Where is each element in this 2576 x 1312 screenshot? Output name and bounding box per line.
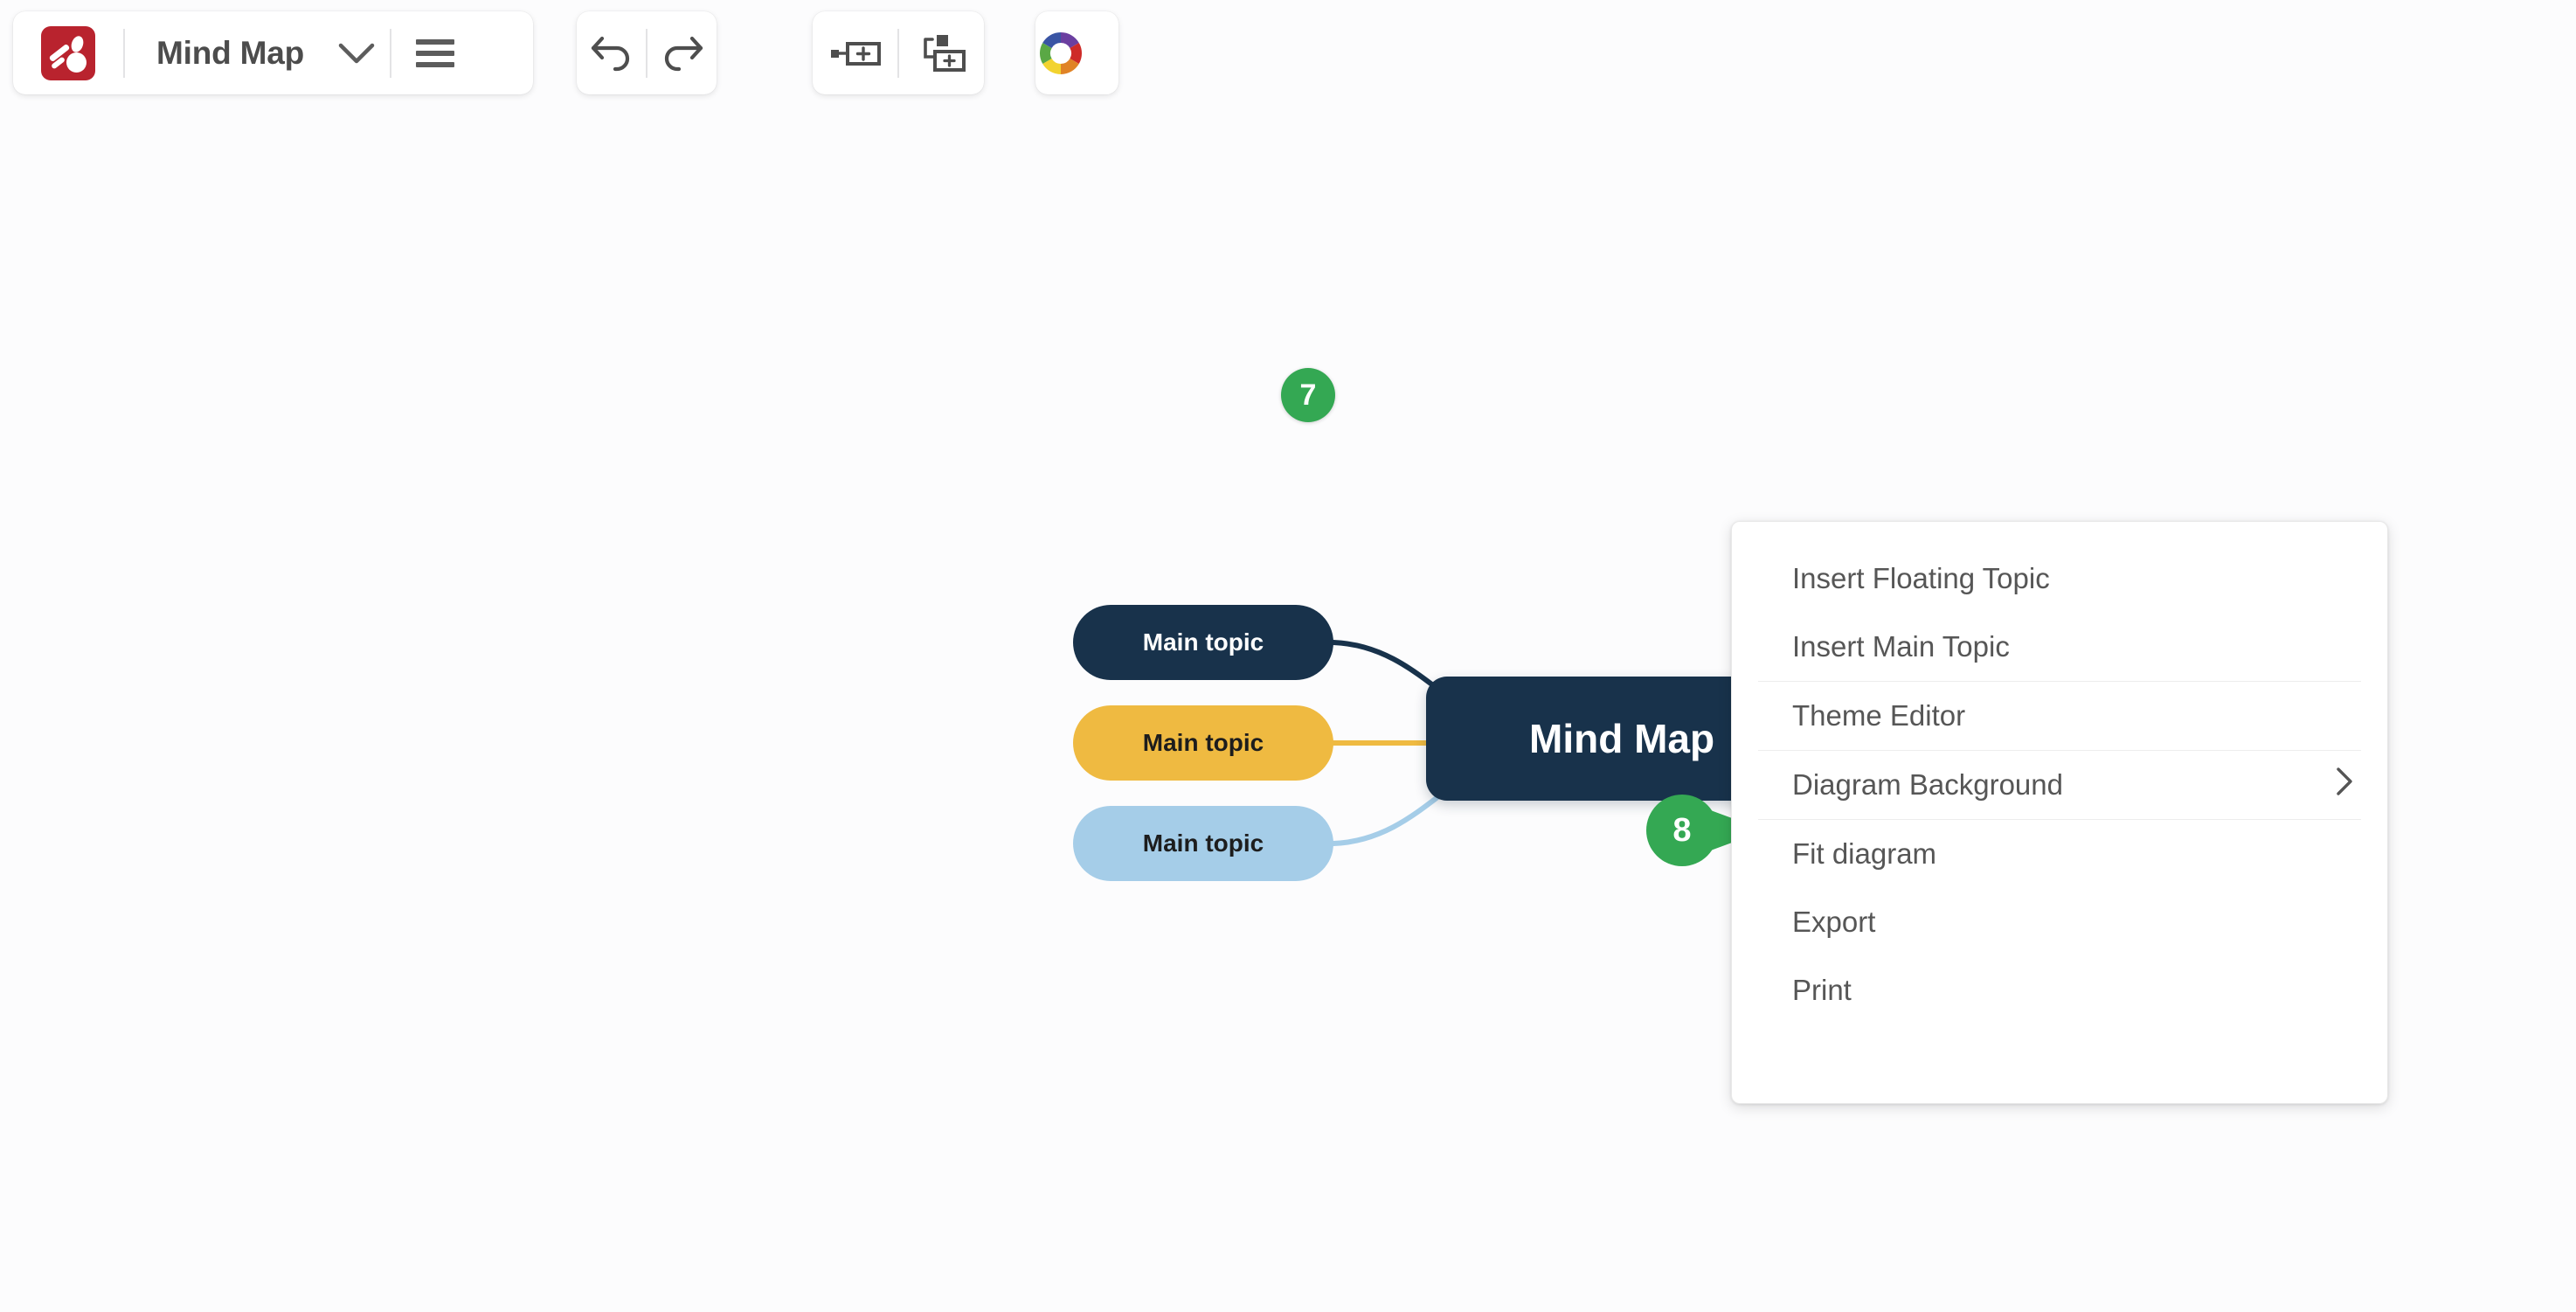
- toolbar-group-theme: [1035, 11, 1118, 94]
- toolbar-group-insert: [813, 11, 984, 94]
- redo-button[interactable]: [647, 31, 717, 75]
- menu-item-label: Diagram Background: [1792, 768, 2063, 801]
- menu-item-insert-floating-topic[interactable]: Insert Floating Topic: [1732, 545, 2387, 613]
- color-palette-button[interactable]: [1035, 28, 1118, 79]
- insert-subtopic-icon: [923, 34, 966, 72]
- toolbar-divider: [123, 28, 125, 78]
- main-menu-button[interactable]: [391, 33, 479, 73]
- mindmap-branch-node-3[interactable]: Main topic: [1073, 806, 1333, 881]
- hamburger-menu-icon: [415, 33, 454, 73]
- diagram-context-menu[interactable]: Insert Floating Topic Insert Main Topic …: [1731, 521, 2388, 1104]
- menu-item-print[interactable]: Print: [1732, 956, 2387, 1024]
- root-node-label: Mind Map: [1529, 716, 1715, 761]
- menu-item-label: Fit diagram: [1792, 837, 1937, 870]
- document-dropdown-button[interactable]: [323, 41, 390, 66]
- menu-separator: [1758, 819, 2361, 820]
- submenu-arrow: [2333, 765, 2356, 805]
- menu-item-insert-main-topic[interactable]: Insert Main Topic: [1732, 613, 2387, 681]
- toolbar-divider: [389, 28, 391, 78]
- app-logo-button[interactable]: [13, 25, 123, 80]
- mindmap-logo-icon: [41, 25, 95, 80]
- menu-item-label: Insert Main Topic: [1792, 630, 2010, 663]
- insert-sibling-topic-button[interactable]: [813, 36, 897, 71]
- menu-item-label: Print: [1792, 974, 1852, 1006]
- menu-item-label: Insert Floating Topic: [1792, 562, 2050, 594]
- undo-icon: [591, 36, 629, 71]
- menu-separator: [1758, 750, 2361, 751]
- pointer-blob: [1646, 795, 1718, 866]
- step-marker-label: 7: [1299, 378, 1317, 412]
- toolbar-divider: [897, 28, 899, 78]
- mindmap-branch-node-1[interactable]: Main topic: [1073, 605, 1333, 680]
- branch-node-label: Main topic: [1142, 729, 1264, 756]
- step-marker-7: 7: [1281, 368, 1335, 422]
- menu-separator: [1758, 681, 2361, 682]
- toolbar-group-history: [577, 11, 717, 94]
- redo-icon: [664, 36, 703, 71]
- document-title: Mind Map: [156, 34, 304, 71]
- menu-item-label: Export: [1792, 906, 1876, 938]
- insert-subtopic-button[interactable]: [899, 32, 984, 74]
- menu-item-theme-editor[interactable]: Theme Editor: [1732, 682, 2387, 750]
- menu-item-label: Theme Editor: [1792, 699, 1966, 732]
- color-wheel-icon: [1039, 31, 1083, 74]
- menu-item-fit-diagram[interactable]: Fit diagram: [1732, 820, 2387, 888]
- branch-node-label: Main topic: [1142, 628, 1264, 656]
- menu-item-export[interactable]: Export: [1732, 888, 2387, 956]
- toolbar-divider: [646, 28, 647, 78]
- insert-sibling-topic-icon: [830, 41, 881, 66]
- mindmap-branch-node-2[interactable]: Main topic: [1073, 705, 1333, 781]
- menu-item-diagram-background[interactable]: Diagram Background: [1732, 751, 2387, 819]
- chevron-right-icon: [2337, 767, 2352, 795]
- undo-button[interactable]: [577, 31, 646, 75]
- toolbar-group-document: Mind Map: [13, 11, 533, 94]
- chevron-down-icon: [338, 43, 375, 63]
- branch-node-label: Main topic: [1142, 830, 1264, 857]
- step-marker-label: 8: [1672, 811, 1692, 849]
